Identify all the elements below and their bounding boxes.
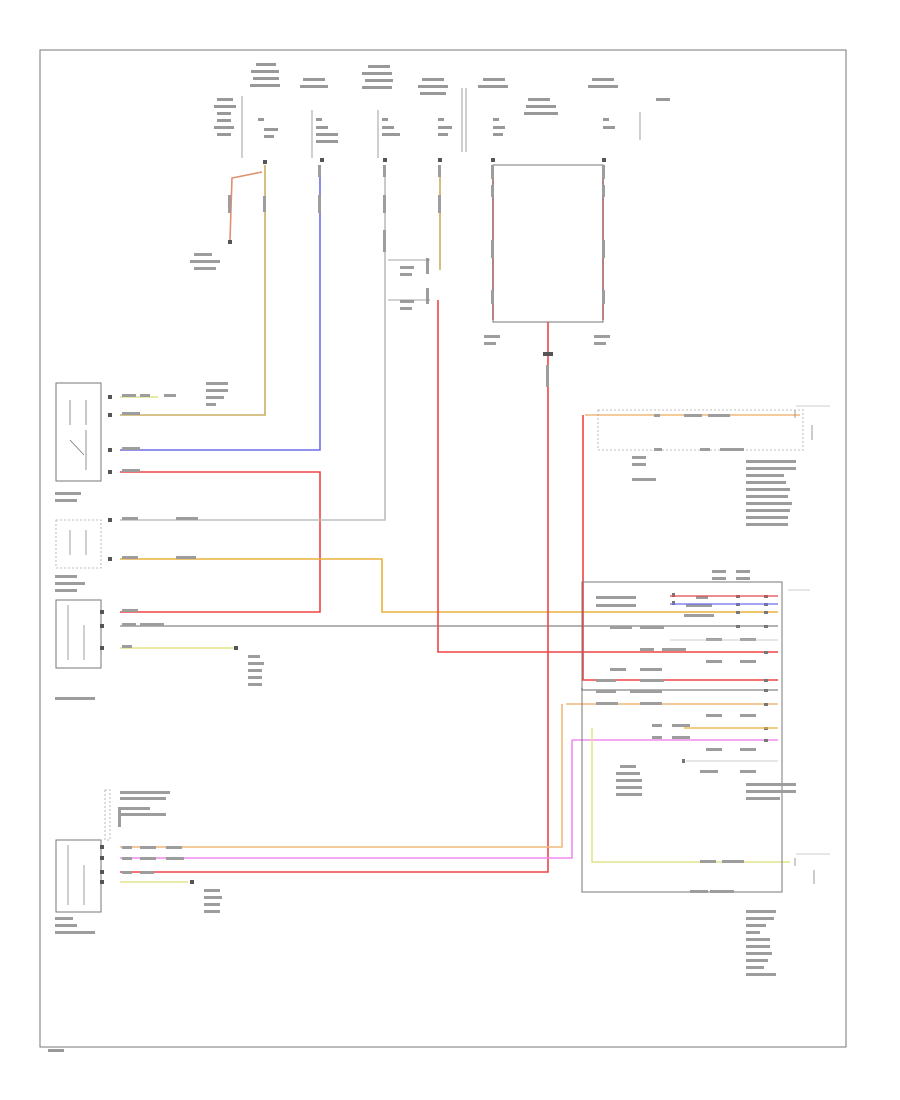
compressor-clutch-box xyxy=(55,839,102,913)
wire-red-relay-resistor xyxy=(120,471,321,613)
wire-red-upper-right xyxy=(582,415,778,681)
control-module-box xyxy=(581,581,783,893)
wire-blue xyxy=(120,165,321,451)
lower-left-note-box xyxy=(104,789,111,841)
page-id-mark xyxy=(48,1049,64,1052)
wire-gray-module xyxy=(581,688,778,691)
upper-right-sensor-box xyxy=(597,409,804,451)
electric-fan-resistor-box xyxy=(55,599,102,669)
top-headers xyxy=(214,63,670,143)
component-pins xyxy=(100,240,553,884)
wire-peach-compressor xyxy=(120,704,563,848)
wire-tan-fan-relay xyxy=(120,165,266,416)
wire-pink-compressor xyxy=(120,740,573,859)
electric-fan-relay-box xyxy=(55,382,102,482)
wire-gray-fancontrol xyxy=(120,165,386,521)
top-connector-pins xyxy=(263,158,606,164)
wire-orange-fancontrol xyxy=(120,558,778,613)
wire-red-main xyxy=(437,300,778,653)
wire-red-to-compressor xyxy=(120,322,549,873)
power-distribution-box xyxy=(492,164,604,323)
module-short-wires xyxy=(670,405,830,884)
vertical-wire-labels xyxy=(118,165,605,827)
fan-control-switch-box xyxy=(55,519,102,569)
wire-tan-ground-branch xyxy=(229,171,263,241)
wire-labels xyxy=(55,253,796,976)
diagram-frame xyxy=(39,49,847,1048)
relay-internal xyxy=(69,400,87,470)
